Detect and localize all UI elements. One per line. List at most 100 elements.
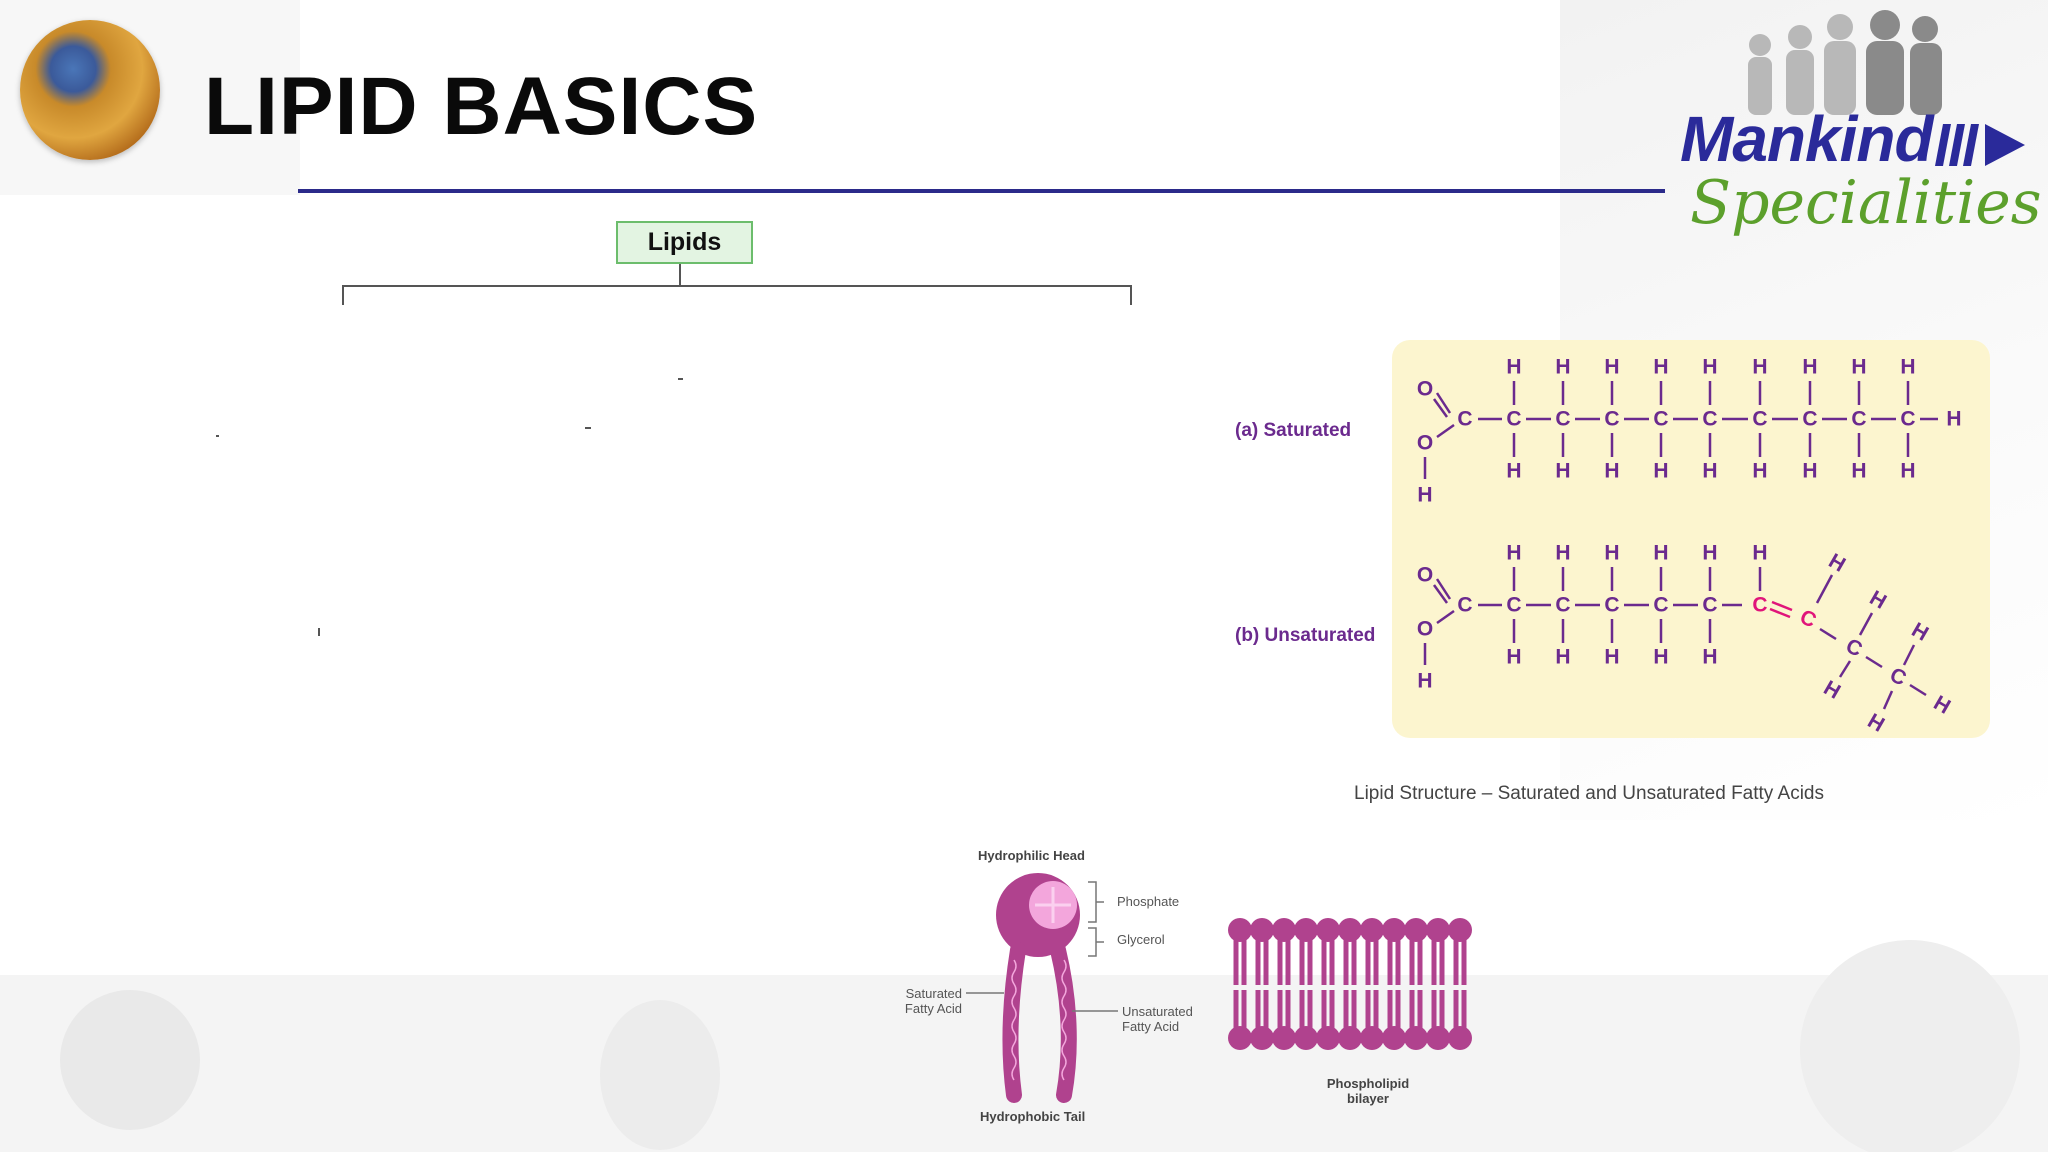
tree-connector [342, 285, 344, 305]
carbon-atom: C [1457, 594, 1472, 617]
oxygen-atom: O [1417, 618, 1433, 641]
saturated-fatty-acid-label: Saturated Fatty Acid [894, 986, 962, 1016]
hydrogen-atom: H [1820, 676, 1845, 704]
tree-artifact [678, 378, 683, 380]
hydrogen-atom: H [1506, 646, 1521, 669]
bilayer-head-top [1426, 918, 1450, 942]
slide-title: LIPID BASICS [204, 61, 759, 152]
bilayer-tail-bottom [1299, 990, 1313, 1028]
hydrogen-atom: H [1866, 586, 1891, 614]
hydrogen-atom: H [1900, 460, 1915, 483]
carbon-atom: C [1653, 594, 1668, 617]
double-bond [1435, 392, 1452, 414]
hydrogen-atom: H [1604, 460, 1619, 483]
saturated-fa-line2: Fatty Acid [904, 1001, 962, 1016]
decorative-cell [1800, 940, 2020, 1152]
hydrogen-atom: H [1752, 460, 1767, 483]
bilayer-tail-bottom [1365, 990, 1379, 1028]
hydrogen-atom: H [1506, 356, 1521, 379]
tree-artifact [216, 435, 219, 437]
double-bond [1435, 578, 1452, 600]
bilayer-head-top [1404, 918, 1428, 942]
business-people-image [1748, 10, 1942, 115]
hydrogen-atom: H [1702, 542, 1717, 565]
bilayer-tail-top [1233, 940, 1247, 985]
phosphate-bracket [1088, 881, 1104, 923]
brand-name-specialities: Specialities [1690, 168, 2042, 238]
hydrogen-atom: H [1653, 542, 1668, 565]
bilayer-head-bottom [1338, 1026, 1362, 1050]
unsaturated-fatty-acid-label: Unsaturated Fatty Acid [1122, 1004, 1193, 1034]
bilayer-tail-bottom [1321, 990, 1335, 1028]
brand-name-mankind: Mankind [1680, 103, 1934, 175]
unsaturated-fa-line2: Fatty Acid [1122, 1019, 1180, 1034]
bond [1838, 660, 1852, 678]
tree-connector [342, 285, 1132, 287]
carbon-atom: C [1886, 663, 1909, 690]
phospholipid-bilayer-label: Phospholipid bilayer [1318, 1076, 1418, 1106]
carbon-atom: C [1555, 594, 1570, 617]
unsaturated-label: (b) Unsaturated [1235, 625, 1376, 646]
carbon-atom: C [1752, 408, 1767, 431]
double-bond [1771, 600, 1793, 612]
bilayer-tail-top [1255, 940, 1269, 985]
carbon-atom: C [1842, 634, 1865, 661]
hydrogen-atom: H [1930, 691, 1955, 719]
hydrogen-atom: H [1825, 549, 1850, 577]
hydrogen-atom: H [1555, 356, 1570, 379]
hydrogen-atom: H [1653, 460, 1668, 483]
bilayer-head-bottom [1272, 1026, 1296, 1050]
bilayer-tail-top [1453, 940, 1467, 985]
carbon-atom: C [1506, 408, 1521, 431]
fatty-acid-structures: OCOHCHHCHHCHHCHHCHHCHHCHHCHHCHHHOCOHCHHC… [1417, 356, 1962, 737]
bilayer-tail-bottom [1233, 990, 1247, 1028]
bilayer-tail-bottom [1255, 990, 1269, 1028]
bond [1436, 423, 1455, 439]
bond [1882, 690, 1894, 710]
bilayer-tail-top [1343, 940, 1357, 985]
bilayer-tail-bottom [1277, 990, 1291, 1028]
carbon-atom: C [1802, 408, 1817, 431]
carbon-atom: C [1702, 594, 1717, 617]
decorative-lung [600, 1000, 720, 1150]
hydrogen-atom: H [1946, 408, 1961, 431]
fatty-acid-panel [1392, 340, 1990, 738]
carbon-atom: C [1900, 408, 1915, 431]
tree-artifact [585, 427, 591, 429]
unsaturated-tail-wave [1061, 959, 1067, 1081]
bond [1819, 627, 1837, 641]
glycerol-bracket [1088, 927, 1104, 957]
carbon-atom: C [1702, 408, 1717, 431]
oxygen-atom: O [1417, 432, 1433, 455]
hydrophilic-head-label: Hydrophilic Head [978, 848, 1085, 863]
bilayer-head-top [1294, 918, 1318, 942]
bilayer-tail-bottom [1453, 990, 1467, 1028]
bilayer-head-top [1360, 918, 1384, 942]
hydrogen-atom: H [1417, 670, 1432, 693]
bilayer-tail-top [1409, 940, 1423, 985]
hydrogen-atom: H [1555, 460, 1570, 483]
saturated-fa-line1: Saturated [905, 986, 962, 1001]
brand-arrow-logo [1935, 124, 2025, 166]
bilayer-head-top [1338, 918, 1362, 942]
saturated-label: (a) Saturated [1235, 420, 1352, 441]
bilayer-tail-top [1387, 940, 1401, 985]
bond [1815, 574, 1834, 604]
bilayer-tail-top [1277, 940, 1291, 985]
bilayer-head-top [1382, 918, 1406, 942]
hydrogen-atom: H [1702, 460, 1717, 483]
oxygen-atom: O [1417, 564, 1433, 587]
carbon-atom: C [1604, 594, 1619, 617]
tree-connector [679, 264, 681, 286]
carbon-atom: C [1457, 408, 1472, 431]
bilayer-tail-bottom [1431, 990, 1445, 1028]
double-bond [1769, 607, 1791, 619]
hydrogen-atom: H [1604, 646, 1619, 669]
bilayer-tail-top [1299, 940, 1313, 985]
title-underline [298, 189, 1665, 193]
phospholipid-figure [966, 873, 1472, 1103]
bilayer-head-bottom [1228, 1026, 1252, 1050]
hydrogen-atom: H [1604, 356, 1619, 379]
bond [1902, 644, 1916, 666]
bond [1436, 609, 1455, 625]
